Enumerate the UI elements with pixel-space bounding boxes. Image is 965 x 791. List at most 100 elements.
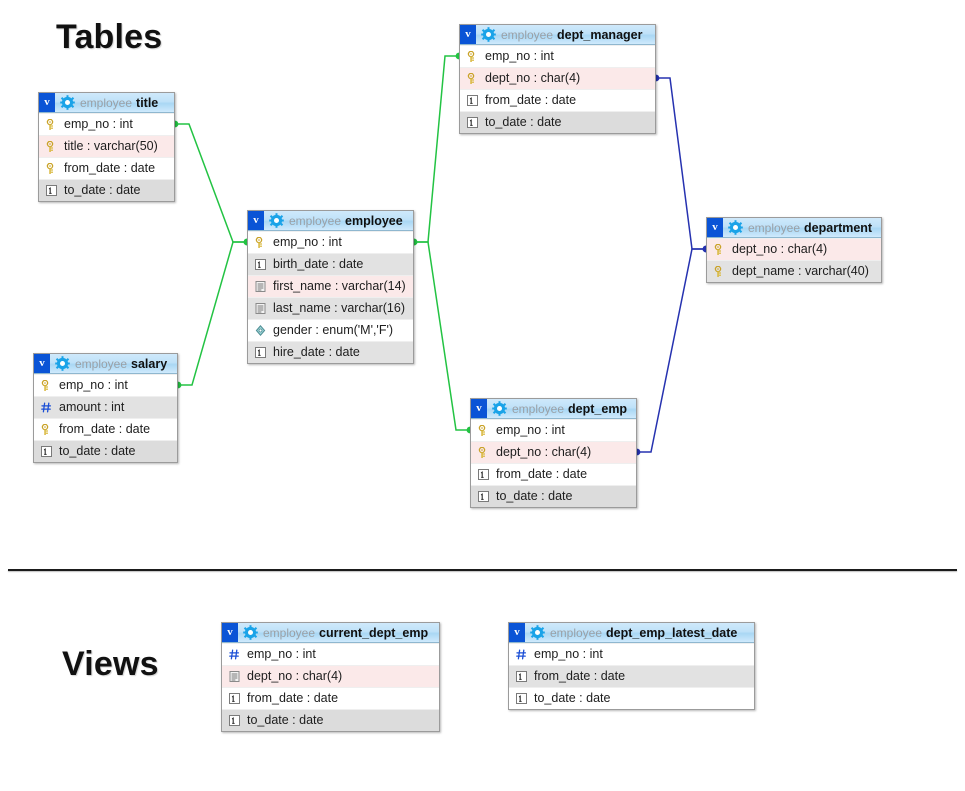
column-label: to_date : date — [485, 115, 562, 129]
date-icon — [228, 714, 241, 727]
column-row[interactable]: from_date : date — [509, 665, 754, 687]
column-row[interactable]: to_date : date — [34, 440, 177, 462]
column-row[interactable]: dept_no : char(4) — [471, 441, 636, 463]
column-row[interactable]: from_date : date — [34, 418, 177, 440]
column-label: to_date : date — [64, 183, 141, 197]
column-label: emp_no : int — [485, 49, 554, 63]
hash-icon — [515, 648, 528, 661]
column-row[interactable]: to_date : date — [471, 485, 636, 507]
gear-icon — [55, 355, 71, 372]
column-row[interactable]: to_date : date — [460, 111, 655, 133]
date-icon — [477, 490, 490, 503]
view-badge-icon: v — [39, 93, 55, 112]
column-label: from_date : date — [247, 691, 339, 705]
link-employee-dept_manager — [414, 55, 459, 243]
column-row[interactable]: to_date : date — [39, 179, 174, 201]
text-icon — [228, 670, 241, 683]
entity-schema-name: employee — [80, 95, 133, 110]
key-icon — [713, 265, 726, 278]
column-row[interactable]: from_date : date — [471, 463, 636, 485]
column-label: dept_no : char(4) — [247, 669, 343, 683]
section-divider — [8, 569, 957, 571]
entity-schema-name: employee — [512, 401, 565, 416]
column-row[interactable]: to_date : date — [509, 687, 754, 709]
date-icon — [254, 258, 267, 271]
column-label: dept_name : varchar(40) — [732, 264, 869, 278]
column-row[interactable]: from_date : date — [460, 89, 655, 111]
column-label: from_date : date — [64, 161, 156, 175]
column-row[interactable]: from_date : date — [222, 687, 439, 709]
column-row[interactable]: title : varchar(50) — [39, 135, 174, 157]
column-row[interactable]: dept_no : char(4) — [222, 665, 439, 687]
key-icon — [466, 50, 479, 63]
column-row[interactable]: to_date : date — [222, 709, 439, 731]
entity-table-name: employee — [345, 213, 403, 228]
gear-icon — [481, 26, 497, 43]
column-label: first_name : varchar(14) — [273, 279, 406, 293]
gear-icon — [243, 624, 259, 641]
column-row[interactable]: last_name : varchar(16) — [248, 297, 413, 319]
entity-table-name: current_dept_emp — [319, 625, 429, 640]
view-badge-icon: v — [248, 211, 264, 230]
column-label: last_name : varchar(16) — [273, 301, 406, 315]
date-icon — [515, 670, 528, 683]
key-icon — [45, 118, 58, 131]
column-label: from_date : date — [485, 93, 577, 107]
entity-table-name: department — [804, 220, 873, 235]
column-label: from_date : date — [496, 467, 588, 481]
column-row[interactable]: emp_no : int — [509, 643, 754, 665]
entity-table-name: title — [136, 95, 159, 110]
column-row[interactable]: dept_no : char(4) — [707, 238, 881, 260]
column-row[interactable]: emp_no : int — [222, 643, 439, 665]
link-employee-dept_emp — [414, 241, 470, 431]
column-row[interactable]: dept_name : varchar(40) — [707, 260, 881, 282]
column-row[interactable]: emp_no : int — [34, 374, 177, 396]
column-label: hire_date : date — [273, 345, 360, 359]
gear-icon — [728, 219, 744, 236]
column-row[interactable]: birth_date : date — [248, 253, 413, 275]
column-row[interactable]: emp_no : int — [39, 113, 174, 135]
key-icon — [45, 162, 58, 175]
column-row[interactable]: amount : int — [34, 396, 177, 418]
column-row[interactable]: emp_no : int — [248, 231, 413, 253]
column-row[interactable]: hire_date : date — [248, 341, 413, 363]
link-employee-salary — [178, 241, 247, 386]
column-row[interactable]: from_date : date — [39, 157, 174, 179]
column-label: emp_no : int — [59, 378, 128, 392]
hash-icon — [228, 648, 241, 661]
column-row[interactable]: emp_no : int — [460, 45, 655, 67]
column-row[interactable]: gender : enum('M','F') — [248, 319, 413, 341]
column-label: dept_no : char(4) — [485, 71, 581, 85]
gear-icon — [269, 212, 285, 229]
column-label: emp_no : int — [496, 423, 565, 437]
key-icon — [477, 424, 490, 437]
column-row[interactable]: first_name : varchar(14) — [248, 275, 413, 297]
column-label: to_date : date — [496, 489, 573, 503]
date-icon — [40, 445, 53, 458]
gear-icon — [492, 400, 508, 417]
view-badge-icon: v — [222, 623, 238, 642]
column-row[interactable]: emp_no : int — [471, 419, 636, 441]
key-icon — [45, 140, 58, 153]
entity-schema-name: employee — [748, 220, 801, 235]
column-row[interactable]: dept_no : char(4) — [460, 67, 655, 89]
column-label: emp_no : int — [247, 647, 316, 661]
key-icon — [466, 72, 479, 85]
